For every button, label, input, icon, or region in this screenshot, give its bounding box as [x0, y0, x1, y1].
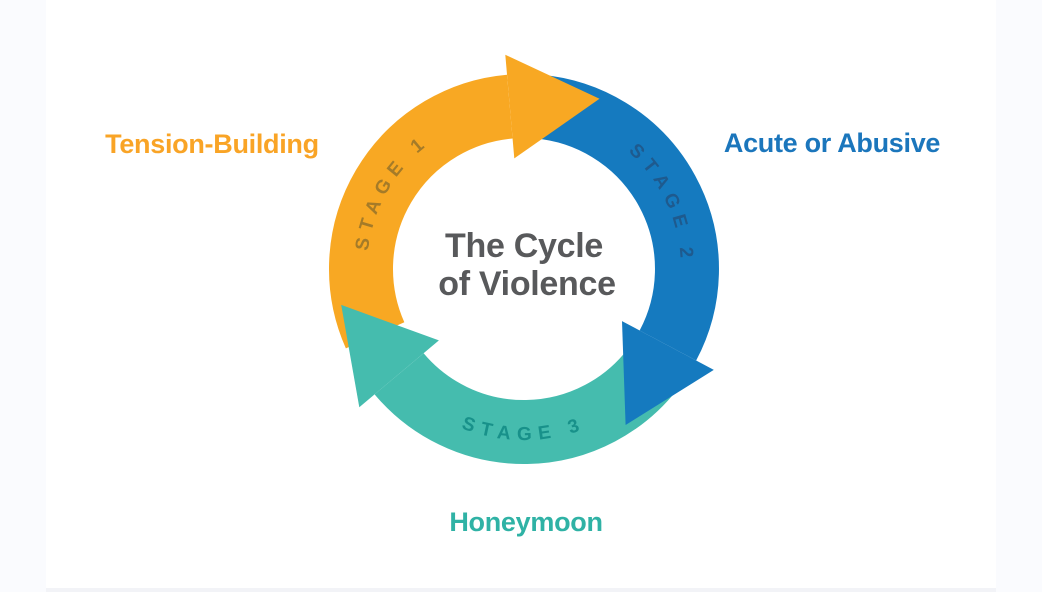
label-honeymoon: Honeymoon	[449, 507, 602, 537]
label-tension-building: Tension-Building	[105, 129, 319, 159]
right-margin-band	[996, 0, 1042, 592]
diagram-title-line-2: of Violence	[438, 265, 615, 303]
stage-2-arc	[534, 74, 719, 361]
stage-2-arrowhead-icon	[622, 321, 714, 425]
stage-1-arc	[329, 74, 514, 349]
diagram-title-line-1: The Cycle	[445, 227, 603, 265]
bottom-edge-line	[46, 588, 996, 592]
stage-3-arc	[374, 349, 678, 465]
label-acute-or-abusive: Acute or Abusive	[724, 128, 941, 158]
stage-1-arrowhead-icon	[505, 54, 600, 159]
stage-3-arrowhead-icon	[341, 304, 439, 408]
left-margin-band	[0, 0, 46, 592]
